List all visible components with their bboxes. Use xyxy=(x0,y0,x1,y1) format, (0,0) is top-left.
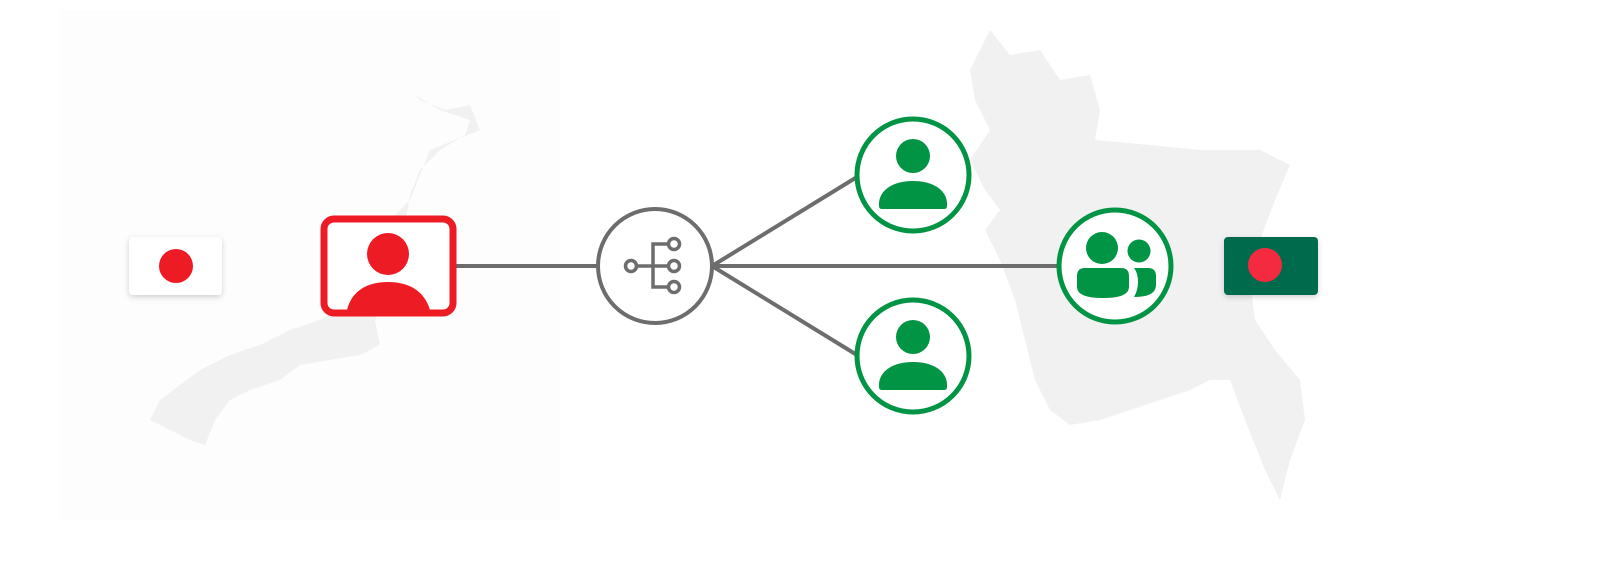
group-node[interactable] xyxy=(1056,207,1174,325)
japan-map xyxy=(150,80,480,445)
recipient-node-2[interactable] xyxy=(854,297,972,415)
line-hub-recipient-1 xyxy=(710,175,859,268)
person-icon xyxy=(879,320,947,390)
distribution-hub-icon xyxy=(623,236,682,295)
sender-node[interactable] xyxy=(320,215,457,317)
group-icon xyxy=(1077,232,1156,298)
person-video-icon xyxy=(347,233,430,310)
bangladesh-flag-disc xyxy=(1248,248,1282,282)
person-icon xyxy=(879,139,947,209)
hub-node[interactable] xyxy=(596,207,714,325)
japan-flag-disc xyxy=(159,249,193,283)
recipient-node-1[interactable] xyxy=(854,116,972,234)
line-hub-recipient-2 xyxy=(710,264,859,357)
connection-lines xyxy=(455,175,1059,357)
